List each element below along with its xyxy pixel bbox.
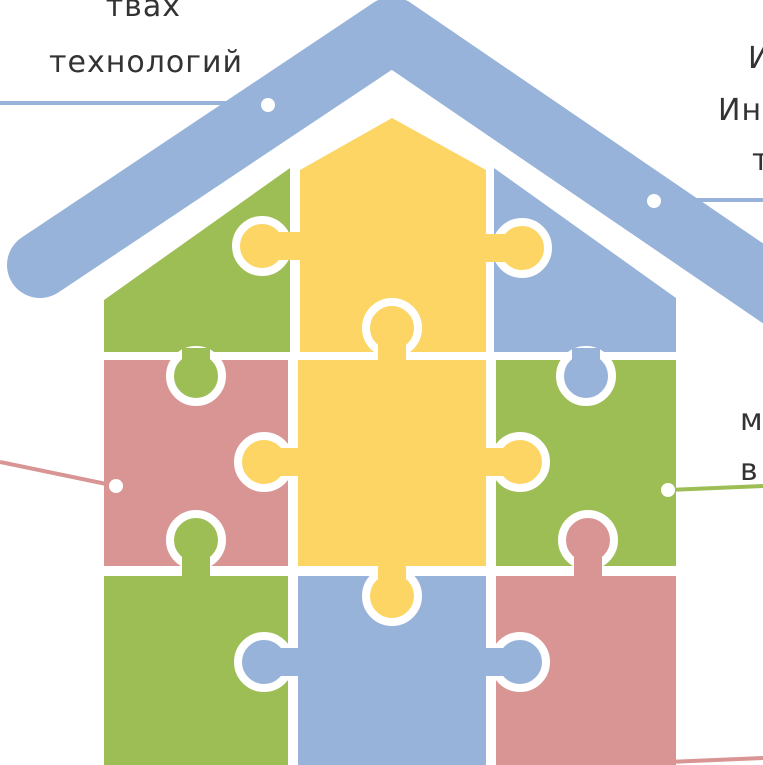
knob-neck: [182, 546, 210, 578]
puzzle-piece-red-bottom: [496, 576, 676, 765]
knob-neck: [378, 332, 406, 362]
puzzle-piece-red-middle: [104, 360, 288, 566]
connector-dot-left: [109, 479, 123, 493]
puzzle-piece-green-top: [104, 168, 290, 352]
label-top-right-line3: т: [752, 143, 763, 178]
label-top-right-line1: И: [748, 41, 763, 76]
label-right-line1: м: [740, 403, 763, 438]
puzzle-piece-green-bottom: [104, 576, 288, 765]
connector-dot-right: [661, 483, 675, 497]
connector-left: [0, 460, 117, 488]
knob-neck: [574, 546, 602, 578]
puzzle-piece-yellow-middle: [298, 360, 486, 566]
label-right-line2: в: [740, 453, 759, 488]
puzzle-piece-blue-bottom: [298, 576, 486, 765]
knob-neck: [268, 232, 302, 260]
knob-neck: [482, 648, 514, 676]
knob-neck: [270, 448, 302, 476]
label-top-left-line1: твах: [105, 0, 181, 24]
knob-neck: [482, 448, 514, 476]
knob-neck: [572, 348, 600, 372]
knob-neck: [378, 562, 406, 592]
connector-dot-top-left: [261, 98, 275, 112]
label-top-left-line2: технологий: [49, 45, 243, 80]
label-top-right-line2: Ин: [718, 93, 763, 128]
puzzle-piece-blue-top: [494, 168, 676, 352]
connector-dot-top-right: [647, 194, 661, 208]
puzzle-piece-yellow-top: [300, 118, 486, 352]
connector-right: [667, 484, 763, 492]
knob-neck: [182, 348, 210, 372]
knob-neck: [270, 648, 302, 676]
connector-bottom-right: [667, 756, 763, 764]
knob-neck: [484, 234, 514, 262]
puzzle-piece-green-middle: [496, 360, 676, 566]
